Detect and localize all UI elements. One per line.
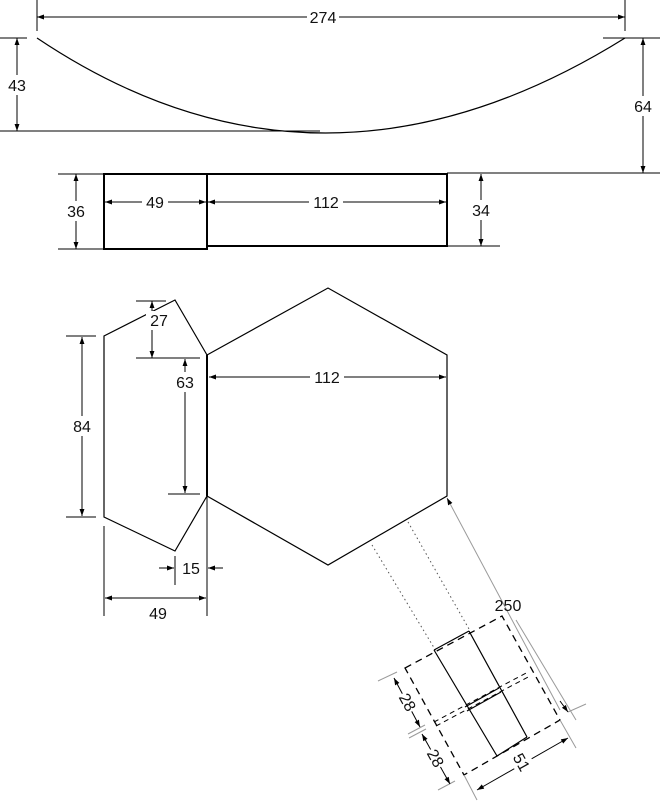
dimension-label-49: 49 (146, 195, 164, 212)
hexagon-view: 112 (206, 287, 448, 566)
dimension-label-27: 27 (150, 313, 168, 330)
extension-line (408, 728, 427, 739)
projection-line (407, 521, 470, 630)
center-joint (466, 691, 502, 712)
dimension-label-84: 84 (73, 419, 91, 436)
dimension-label-43: 43 (8, 78, 26, 95)
dimension-label-36: 36 (67, 204, 85, 221)
extension-line (463, 774, 478, 801)
arc-curve (36, 37, 626, 134)
inner-top-edge (433, 630, 470, 651)
extension-line (515, 619, 577, 721)
extension-line (559, 719, 577, 749)
extension-line (567, 703, 587, 713)
dimension-label-274: 274 (310, 10, 337, 27)
extension-line (407, 724, 426, 735)
dimension-label-112: 112 (314, 370, 340, 387)
flat-strip-view: 36 49 112 34 (58, 173, 500, 250)
center-line (435, 675, 531, 727)
dimension-label-250: 250 (495, 598, 522, 615)
hexagon-face (206, 287, 448, 566)
dimension-label-63: 63 (176, 375, 194, 392)
dimension-label-28: 28 (423, 747, 447, 771)
dimension-label-15: 15 (182, 561, 200, 578)
dimension-label-49: 49 (149, 606, 167, 623)
center-joint (464, 687, 500, 708)
dimension-label-28: 28 (395, 691, 419, 715)
dimension-label-34: 34 (472, 203, 490, 220)
center-line (433, 671, 529, 723)
dimension-label-51: 51 (509, 751, 533, 775)
extension-line (377, 671, 398, 682)
inner-line (468, 630, 528, 738)
side-panel-outline (103, 299, 208, 552)
dimension-label-112: 112 (313, 195, 339, 212)
detail-section-view: 250 28 28 51 (371, 497, 587, 801)
arc-profile-view: 274 43 64 (0, 0, 660, 174)
side-panel-view: 84 27 63 15 49 (66, 299, 223, 623)
projection-line (371, 544, 437, 652)
dimension-label-64: 64 (634, 99, 652, 116)
strip-right-panel (206, 173, 448, 247)
extension-line (437, 780, 456, 791)
dimension-line-250 (446, 497, 561, 711)
dimension-arrow-250 (559, 700, 569, 713)
